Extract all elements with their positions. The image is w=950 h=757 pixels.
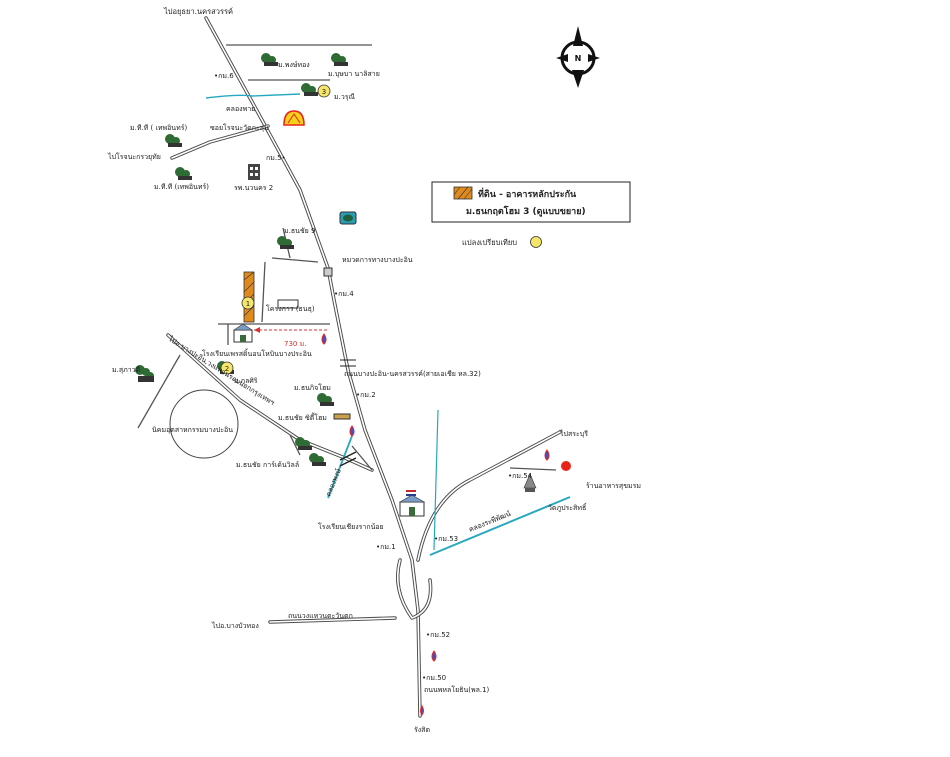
label-canal2: คลองพงษ์ <box>324 467 343 497</box>
tree-icon <box>165 134 182 147</box>
project-sign-icon <box>277 299 299 309</box>
industrial-estate-area <box>169 389 239 459</box>
checkpoint-icon <box>323 267 333 277</box>
label-warunee: ม.วรุณี <box>334 93 356 101</box>
label-pongthong: ม.พงษ์ทอง <box>278 61 310 69</box>
label-thanachai: ม.ธนชัย 9 <box>284 227 315 235</box>
label-titi-2: ม.ที.ที (เทพอินทร์) <box>154 183 209 191</box>
label-distance: 730 ม. <box>284 340 306 348</box>
legend-comparable-swatch <box>530 236 542 248</box>
shell-station-icon <box>283 110 305 126</box>
label-industrial: นิคมอุตสาหกรรมบางปะอิน <box>152 426 233 434</box>
label-km52: •กม.52 <box>426 631 450 639</box>
tree-icon <box>331 53 348 66</box>
comparable-marker-3: 3 <box>317 84 331 98</box>
label-highway-dept: หมวดการทางบางปะอิน <box>342 256 413 264</box>
label-to-bangbuathong: ไปอ.บางบัวทอง <box>211 621 259 630</box>
label-hospital: รพ.นวนคร 2 <box>234 184 273 192</box>
label-to-rojana: ไปโรจนะกรวยุทัย <box>107 152 161 161</box>
fuel-icon <box>544 449 550 461</box>
label-temple: วัดภูประสิทธิ์ <box>548 502 588 512</box>
legend-comparable-label: แปลงเปรียบเทียบ <box>462 238 517 247</box>
legend-subtitle: ม.ธนกฤตโฮม 3 (ดูแบบขยาย) <box>466 205 586 217</box>
label-khulidee: ม.กุลศิริ <box>234 377 258 385</box>
fuel-icon <box>321 333 327 345</box>
svg-text:1: 1 <box>246 300 250 308</box>
temple-icon <box>523 473 537 492</box>
tree-icon <box>261 53 278 66</box>
label-to-saraburi: ไปสระบุรี <box>559 429 588 438</box>
label-project-sign: โครงการ (ธนธุ) <box>266 304 315 313</box>
tree-icon <box>277 236 294 249</box>
tree-icon <box>295 437 312 450</box>
tree-icon <box>317 393 334 406</box>
distance-arrow <box>254 327 328 333</box>
label-km53: •กม.53 <box>434 535 458 543</box>
school-icon <box>233 323 253 343</box>
label-rojana-soi: ซอยโรจนะวัดกะสุม <box>210 123 269 132</box>
label-bangpain-road: ถนนบางปะอิน-นครสวรรค์(สายเอเชีย หล.32) <box>344 370 481 378</box>
label-supacharee: ม.สุภาวดี <box>112 366 140 374</box>
restaurant-icon <box>561 461 571 471</box>
label-canal: คลองพาย <box>226 105 255 113</box>
label-school-2: โรงเรียนเชียงรากน้อย <box>318 522 384 531</box>
bridge-icon <box>340 359 356 367</box>
gas-station-icons <box>321 333 550 716</box>
label-km54: •กม.54 <box>508 472 533 480</box>
label-garden: ม.ธนชัย การ์เด้นวิลล์ <box>236 461 299 469</box>
label-restaurant: ร้านอาหารสุขมรม <box>586 482 641 490</box>
label-to-ayutthaya: ไปอยุธยา.นครสวรรค์ <box>163 7 233 16</box>
bridge-icon <box>339 451 357 467</box>
label-km5: กม.5• <box>266 154 286 162</box>
compass-north-icon: N <box>556 26 600 88</box>
fuel-icon <box>420 705 424 716</box>
legend: ที่ดิน - อาคารหลักประกัน ม.ธนกฤตโฮม 3 (ด… <box>431 181 631 248</box>
legend-title: ที่ดิน - อาคารหลักประกัน <box>478 187 577 200</box>
label-thanakit2: ม.ธนชัย ซิตี้โฮม <box>278 411 327 422</box>
highway-dept-icon <box>339 211 357 225</box>
canals <box>205 93 571 556</box>
label-km50: •กม.50 <box>422 674 446 682</box>
label-to-bangpain-hw: ไปอ.บางปะอิน,วงแหวนรอบนอกกรุงเทพฯ <box>166 334 276 408</box>
road-network <box>137 16 562 718</box>
sign-icon <box>333 413 351 420</box>
label-titi-1: ม.ที.ที ( เทพอินทร์) <box>130 124 187 132</box>
comparable-marker-1: 1 <box>241 296 255 310</box>
school-icon <box>398 494 426 517</box>
tree-icon <box>309 453 326 466</box>
label-km1: •กม.1 <box>376 543 396 551</box>
label-km2: •กม.2 <box>356 391 376 399</box>
label-rangsit: รังสิต <box>414 726 430 734</box>
label-thanakitj: ม.ธนกิจโฮม <box>294 383 331 392</box>
svg-text:3: 3 <box>322 88 326 96</box>
label-bussaba: ม.บุษบา นาลิสาย <box>328 70 380 78</box>
comparable-marker-2: 2 <box>220 361 234 375</box>
svg-text:2: 2 <box>225 365 229 373</box>
map-labels: ไปอยุธยา.นครสวรรค์ •กม.6 ม.พงษ์ทอง ม.บุษ… <box>107 7 641 734</box>
fuel-icon <box>349 425 355 437</box>
svg-text:N: N <box>575 54 582 63</box>
flag-icon <box>406 490 416 496</box>
tree-icon <box>301 83 318 96</box>
label-phahonyothin: ถนนพหลโยธิน(พล.1) <box>424 685 490 694</box>
label-outer-ring: ถนนวงแหวนตะวันตก <box>288 612 353 620</box>
label-school-1: โรงเรียนเพรสดิ้นอนโหบินบางประอิน <box>202 347 312 358</box>
label-km4: •กม.4 <box>334 290 354 298</box>
fuel-icon <box>431 650 437 662</box>
estate-trees <box>135 53 348 466</box>
label-km6: •กม.6 <box>214 72 234 80</box>
tree-icon <box>175 167 192 180</box>
hospital-icon <box>248 164 260 180</box>
tree-icon <box>135 365 154 382</box>
